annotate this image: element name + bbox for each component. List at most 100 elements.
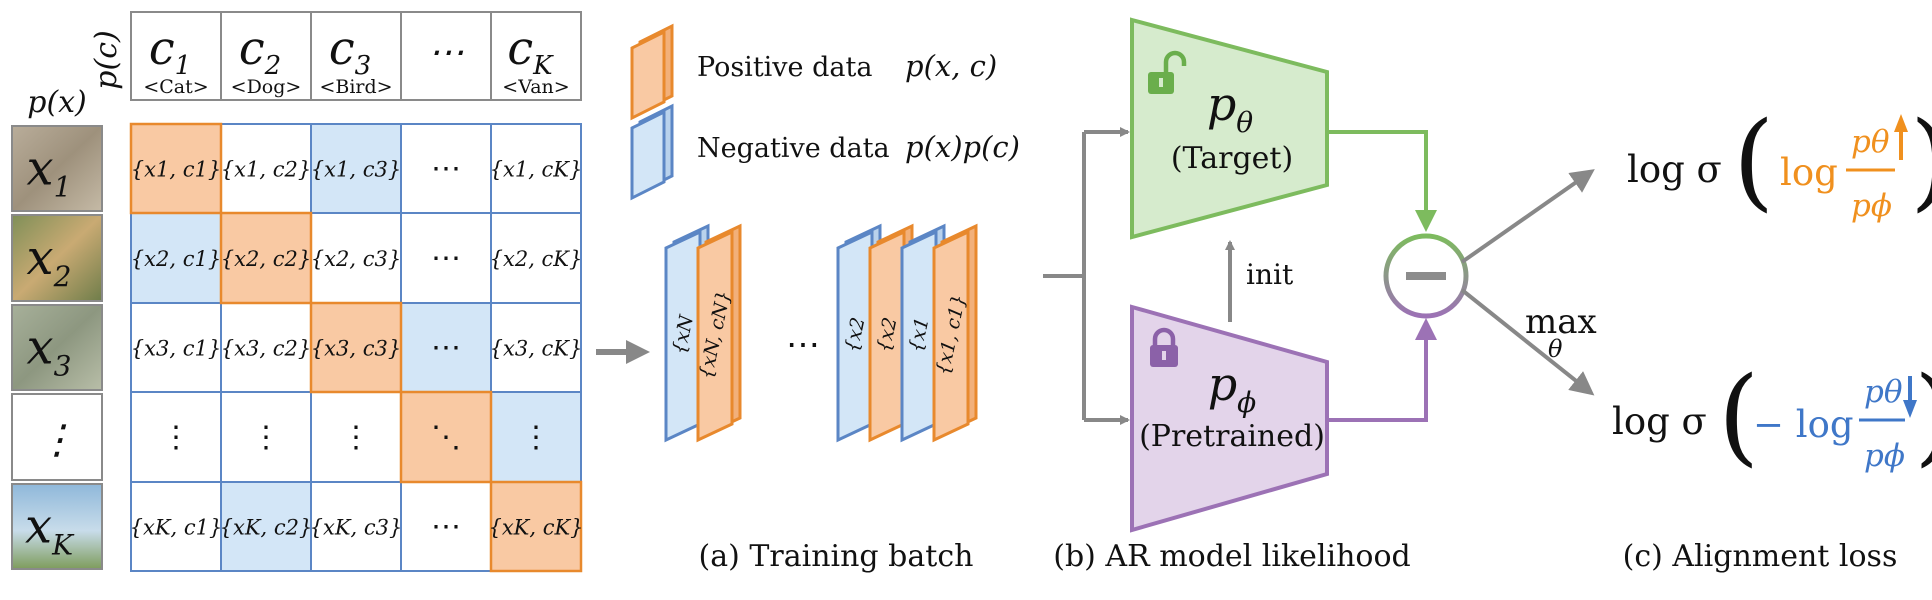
lock-icon <box>1150 327 1178 367</box>
matrix-cell-bg <box>130 481 222 572</box>
row-label-1: x2 <box>11 214 103 302</box>
legend-positive-label: Positive data <box>697 52 872 83</box>
positive-loss-prefix: log σ <box>1627 148 1722 191</box>
row-symbol: x1 <box>27 141 72 204</box>
training-batch: {xN{xN, cN}{x2{x2{x1{x1, c1}⋯ <box>664 223 978 443</box>
matrix-cell-bg <box>310 481 402 572</box>
target-symbol: pθ <box>1207 77 1253 139</box>
matrix-cell-text: {xK, c1} <box>130 516 223 540</box>
matrix-cell-bg <box>310 212 402 304</box>
pretrained-to-subtract-arrow <box>1327 318 1437 422</box>
cat-image <box>11 125 103 212</box>
row-label-2: x3 <box>11 304 103 391</box>
row-label-4: xK <box>11 483 103 570</box>
empty-row-image <box>11 393 103 481</box>
matrix-cell-text: ⋯ <box>431 152 461 187</box>
matrix-cell-text: {x3, c1} <box>131 337 221 361</box>
row-symbol: ⋮ <box>37 417 77 463</box>
matrix-cell-text: {x2, c3} <box>311 247 401 271</box>
row-symbol: x2 <box>27 230 72 293</box>
matrix-cell-bg <box>400 481 492 572</box>
class-symbol: cK <box>507 21 554 81</box>
matrix-cell-text: ⋯ <box>431 510 461 545</box>
pretrained-symbol: pϕ <box>1208 357 1257 419</box>
batch-caption: (a) Training batch <box>699 539 974 574</box>
class-name: <Van> <box>502 76 569 98</box>
van-image <box>11 483 103 570</box>
class-name: <Cat> <box>143 76 208 98</box>
positive-cell-outline <box>219 211 313 305</box>
positive-cell-outline <box>489 480 583 573</box>
matrix-cell-text: {xK, c3} <box>310 516 403 540</box>
max-label: max <box>1525 302 1597 342</box>
class-header-4: cK<Van> <box>490 11 582 101</box>
subtract-node <box>1383 233 1469 319</box>
matrix-cell-text: ⋮ <box>161 420 191 455</box>
negative-loss-prefix: log σ <box>1612 400 1707 443</box>
matrix-cell-text: ⋮ <box>521 420 551 455</box>
positive-numerator: pθ <box>1851 124 1890 160</box>
data-matrix: p(c)p(x)c1<Cat>c2<Dog>c3<Bird>⋯cK<Van>x1… <box>11 11 584 573</box>
matrix-cell-bg <box>130 212 222 304</box>
matrix-cell-text: {x1, c2} <box>221 158 311 182</box>
matrix-cell-text: {x1, cK} <box>490 158 583 182</box>
positive-cell-outline <box>309 301 403 394</box>
matrix-cell-text: {x3, c2} <box>221 337 311 361</box>
negative-inner-log: − log <box>1753 403 1854 446</box>
row-symbol: xK <box>25 499 75 562</box>
model-caption: (b) AR model likelihood <box>1053 539 1411 574</box>
matrix-cell-text: {x2, cK} <box>490 247 583 271</box>
legend-positive-formula: p(x, c) <box>905 49 997 83</box>
matrix-cell-text: {xK, c2} <box>220 516 313 540</box>
matrix-cell-text: ⋱ <box>431 420 461 455</box>
matrix-cell-text: {x2, c1} <box>131 247 221 271</box>
matrix-cell-text: {x3, cK} <box>490 337 583 361</box>
legend-positive-swatch <box>630 23 674 121</box>
positive-loss-term: log σ ( log pθ pϕ ) <box>1627 99 1932 224</box>
to-positive-loss-arrow <box>1460 169 1595 264</box>
positive-denominator: pϕ <box>1851 188 1892 224</box>
class-symbol: ⋯ <box>428 32 464 73</box>
matrix-cell-text: {x1, c1} <box>131 158 221 182</box>
loss-caption: (c) Alignment loss <box>1623 539 1898 574</box>
class-name: <Bird> <box>319 76 392 98</box>
class-header-3: ⋯ <box>400 11 492 101</box>
unlock-icon <box>1148 50 1187 94</box>
class-symbol: c1 <box>149 21 191 81</box>
matrix-cell-text: ⋯ <box>431 241 461 276</box>
negative-numerator: pθ <box>1864 374 1903 410</box>
matrix-cell-bg <box>400 212 492 304</box>
class-symbol: c2 <box>239 21 281 81</box>
up-arrow-icon <box>1894 114 1908 160</box>
matrix-cell-bg <box>130 302 222 393</box>
p-c-label: p(c) <box>89 30 124 89</box>
matrix-cell-bg <box>220 481 312 572</box>
init-label: init <box>1246 258 1294 291</box>
legend-negative-formula: p(x)p(c) <box>905 130 1020 164</box>
legend-negative-swatch <box>630 103 674 201</box>
row-label-0: x1 <box>11 125 103 212</box>
to-negative-loss-arrow <box>1460 288 1595 396</box>
matrix-cell-bg <box>220 391 312 483</box>
positive-inner-log: log <box>1780 151 1838 194</box>
matrix-cell-text: ⋮ <box>341 420 371 455</box>
matrix-cell-bg <box>220 123 312 214</box>
class-header-1: c2<Dog> <box>220 11 312 101</box>
negative-denominator: pϕ <box>1864 438 1905 474</box>
positive-left-paren: ( <box>1733 99 1774 222</box>
row-symbol: x3 <box>27 320 72 383</box>
down-arrow-icon <box>1903 376 1917 418</box>
positive-right-paren: ) <box>1910 99 1932 222</box>
batch-card-positive: {xN, cN} <box>695 223 742 443</box>
class-header-2: c3<Bird> <box>310 11 402 101</box>
class-header-0: c1<Cat> <box>130 11 222 101</box>
bird-image <box>11 304 103 391</box>
matrix-cell-text: {x3, c3} <box>311 337 401 361</box>
target-to-subtract-arrow <box>1327 130 1437 232</box>
legend-negative-label: Negative data <box>697 133 890 164</box>
row-label-3: ⋮ <box>11 393 103 481</box>
negative-left-paren: ( <box>1718 354 1759 477</box>
matrix-cell-text: {x2, c2} <box>221 247 311 271</box>
pretrained-label: (Pretrained) <box>1139 419 1325 454</box>
batch-card-positive: {x1, c1} <box>932 223 978 443</box>
